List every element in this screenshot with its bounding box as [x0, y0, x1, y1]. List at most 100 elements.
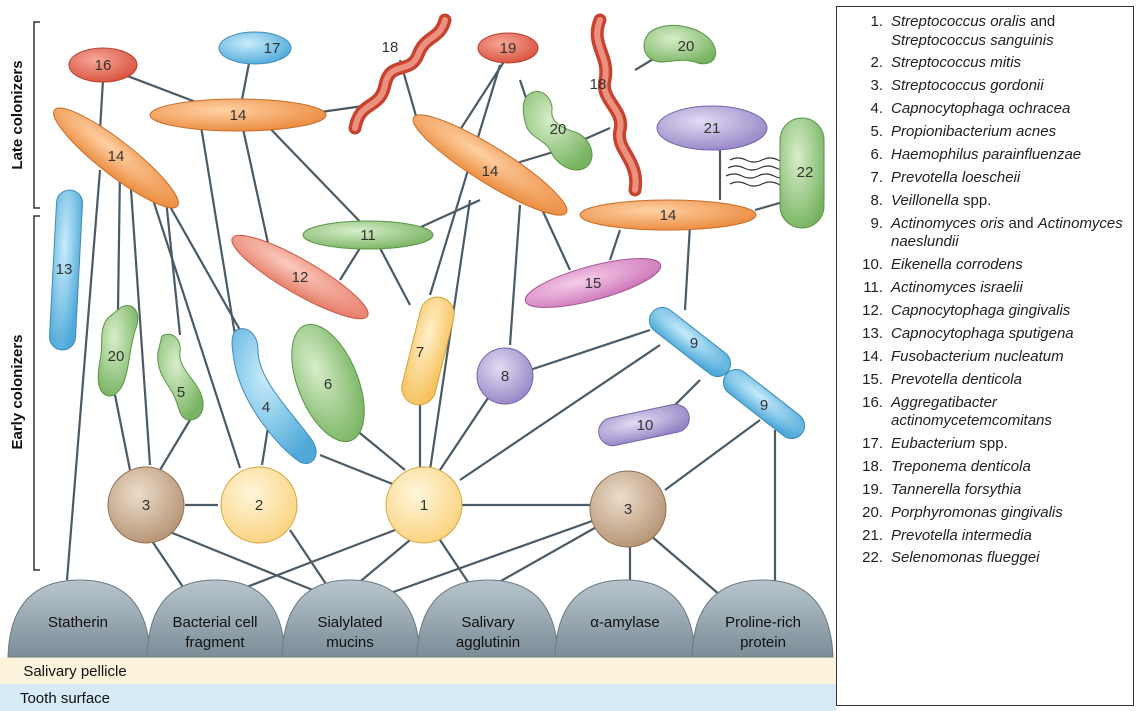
cell-16: 16: [68, 47, 138, 83]
legend-species-name: Actinomyces oris and Actinomyces naeslun…: [891, 215, 1127, 252]
svg-text:14: 14: [482, 163, 499, 180]
svg-text:13: 13: [56, 261, 73, 278]
legend-number: 18.: [862, 457, 883, 475]
cell-22: 22: [779, 117, 825, 229]
cell-7: 7: [401, 296, 455, 406]
salivary-pellicle-label: Salivary pellicle: [23, 663, 126, 680]
legend-species-name: Aggregatibacter actinomycetemcomitans: [891, 394, 1127, 431]
cell-5: 5: [157, 333, 204, 421]
legend-item: 7. Prevotella loescheii: [837, 169, 1127, 188]
legend-name-part: Propionibacterium acnes: [891, 123, 1057, 141]
legend-number: 13.: [862, 324, 883, 342]
legend-species-name: Eubacterium spp.: [891, 435, 1127, 454]
legend-species-name: Actinomyces israelii: [891, 279, 1127, 298]
svg-text:14: 14: [108, 148, 125, 165]
legend-name-part: and: [1004, 214, 1038, 232]
sialylated-mucins-label-1: Sialylated: [317, 614, 382, 631]
legend-item: 18. Treponema denticola: [837, 458, 1127, 477]
svg-text:10: 10: [637, 417, 654, 434]
legend-number: 8.: [870, 191, 883, 209]
coaggregation-diagram: Salivary pellicle Tooth surface Late col…: [0, 13, 836, 711]
legend-name-part: Fusobacterium nucleatum: [891, 347, 1064, 365]
legend-item: 2.Streptococcus mitis: [837, 54, 1127, 73]
cell-3-left: 3: [107, 466, 185, 544]
svg-text:18: 18: [590, 76, 607, 93]
legend-number: 2.: [870, 54, 883, 72]
cell-8: 8: [476, 347, 534, 405]
legend-species-name: Treponema denticola: [891, 458, 1127, 477]
legend-name-part: Eikenella corrodens: [891, 256, 1023, 274]
legend-species-name: Propionibacterium acnes: [891, 123, 1127, 142]
cell-20-middle: 20: [522, 90, 593, 171]
legend-species-name: Tannerella forsythia: [891, 481, 1127, 500]
receptor-domes: [7, 579, 834, 658]
cell-12: 12: [231, 234, 369, 320]
cell-14-center: 14: [412, 114, 568, 216]
legend-name-part: Tannerella forsythia: [891, 480, 1022, 498]
cell-20-left: 20: [97, 305, 139, 397]
svg-text:18: 18: [382, 39, 399, 56]
legend-number: 21.: [862, 526, 883, 544]
legend-name-part: Prevotella intermedia: [891, 526, 1032, 544]
legend-name-part: Streptococcus gordonii: [891, 77, 1044, 95]
alpha-amylase-label: α-amylase: [590, 614, 660, 631]
svg-text:4: 4: [262, 399, 270, 416]
svg-text:8: 8: [501, 368, 509, 385]
svg-text:14: 14: [230, 107, 247, 124]
legend-item: 1. Streptococcus oralis and Streptococcus…: [837, 13, 1127, 50]
species-legend: 1. Streptococcus oralis and Streptococcus…: [836, 6, 1134, 706]
legend-name-part: Veillonella: [891, 191, 959, 209]
legend-item: 5.Propionibacterium acnes: [837, 123, 1127, 142]
legend-name-part: Streptococcus oralis: [891, 13, 1027, 30]
legend-name-part: Capnocytophaga gingivalis: [891, 301, 1071, 319]
legend-name-part: Prevotella loescheii: [891, 168, 1021, 186]
cell-17: 17: [218, 31, 292, 65]
svg-text:1: 1: [420, 497, 428, 514]
legend-number: 7.: [870, 168, 883, 186]
side-bracket: [33, 21, 40, 571]
cell-21: 21: [656, 105, 768, 151]
statherin-label: Statherin: [48, 614, 108, 631]
legend-item: 10. Eikenella corrodens: [837, 256, 1127, 275]
legend-number: 11.: [863, 279, 883, 297]
legend-name-part: Prevotella denticola: [891, 370, 1022, 388]
cell-3-right: 3: [589, 470, 667, 548]
legend-number: 14.: [862, 347, 883, 365]
legend-number: 17.: [862, 435, 883, 453]
legend-item: 8. Veillonella spp.: [837, 192, 1127, 211]
legend-number: 1.: [870, 13, 883, 30]
legend-species-name: Prevotella denticola: [891, 371, 1127, 390]
svg-text:20: 20: [678, 38, 695, 55]
legend-item: 4.Capnocytophaga ochracea: [837, 100, 1127, 119]
legend-item: 14. Fusobacterium nucleatum: [837, 348, 1127, 367]
legend-name-part: Selenomonas flueggei: [891, 549, 1040, 567]
legend-item: 19. Tannerella forsythia: [837, 481, 1127, 500]
legend-number: 20.: [862, 503, 883, 521]
legend-species-name: Streptococcus gordonii: [891, 77, 1127, 96]
bacterial-cell-fragment-label-1: Bacterial cell: [172, 614, 257, 631]
alpha-amylase-dome: [554, 579, 696, 658]
legend-number: 6.: [870, 146, 883, 164]
legend-name-part: Eubacterium: [891, 435, 976, 453]
cell-14-right: 14: [579, 199, 757, 231]
legend-species-name: Streptococcus oralis and Streptococcus s…: [891, 13, 1127, 50]
legend-item: 17. Eubacterium spp.: [837, 435, 1127, 454]
legend-name-part: Porphyromonas gingivalis: [891, 503, 1063, 521]
legend-number: 16.: [862, 393, 883, 411]
legend-number: 10.: [862, 256, 883, 274]
legend-number: 22.: [862, 549, 883, 567]
legend-species-name: Prevotella intermedia: [891, 527, 1127, 546]
legend-species-name: Porphyromonas gingivalis: [891, 504, 1127, 523]
svg-text:15: 15: [585, 275, 602, 292]
svg-text:20: 20: [550, 121, 567, 138]
early-colonizers-label: Early colonizers: [9, 334, 26, 449]
legend-name-part: and: [1026, 13, 1056, 30]
svg-text:3: 3: [142, 497, 150, 514]
legend-number: 9.: [870, 214, 883, 232]
legend-item: 15.Prevotella denticola: [837, 371, 1127, 390]
svg-text:17: 17: [264, 40, 281, 57]
legend-species-name: Veillonella spp.: [891, 192, 1127, 211]
legend-number: 19.: [862, 480, 883, 498]
legend-name-part: Actinomyces oris: [891, 214, 1005, 232]
legend-number: 3.: [870, 77, 883, 95]
